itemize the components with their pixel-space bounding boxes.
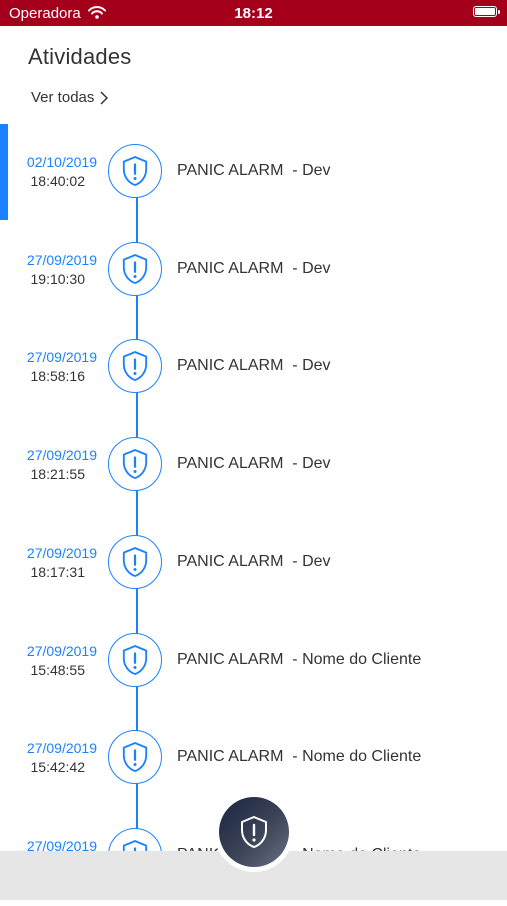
activity-label: PANIC ALARM - Dev xyxy=(177,455,331,473)
activity-date: 27/09/2019 xyxy=(26,349,97,366)
status-bar: Operadora 18:12 xyxy=(0,0,507,26)
activity-date: 27/09/2019 xyxy=(26,740,97,757)
activity-time: 18:21:55 xyxy=(30,466,86,483)
activity-date: 27/09/2019 xyxy=(26,251,97,268)
activity-time: 19:10:30 xyxy=(30,270,86,287)
activity-item[interactable]: 02/10/2019 18:40:02 PANIC ALARM - Dev xyxy=(0,124,507,222)
chevron-right-icon xyxy=(100,90,109,105)
activity-date: 27/09/2019 xyxy=(26,837,97,854)
shield-alert-icon xyxy=(108,632,162,687)
activity-time: 15:42:42 xyxy=(30,759,86,776)
see-all-label: Ver todas xyxy=(31,89,95,106)
activity-label: PANIC ALARM - Dev xyxy=(177,357,331,375)
wifi-icon xyxy=(88,6,106,24)
clock: 18:12 xyxy=(234,5,273,22)
activity-item[interactable]: 27/09/2019 18:17:31 PANIC ALARM - Dev xyxy=(0,515,507,613)
shield-alert-icon xyxy=(108,339,162,394)
activity-item[interactable]: 27/09/2019 19:10:30 PANIC ALARM - Dev xyxy=(0,222,507,320)
activity-label: PANIC ALARM - Nome do Cliente xyxy=(177,748,422,766)
battery-icon xyxy=(473,6,500,17)
activity-item[interactable]: 27/09/2019 15:42:42 PANIC ALARM - Nome do … xyxy=(0,710,507,808)
activity-time: 18:40:02 xyxy=(30,173,86,189)
page-title: Atividades xyxy=(28,44,132,69)
selected-indicator xyxy=(0,124,8,220)
shield-alert-icon xyxy=(241,816,267,848)
activity-item[interactable]: 27/09/2019 18:58:16 PANIC ALARM - Dev xyxy=(0,319,507,417)
activity-label: PANIC ALARM - Dev xyxy=(177,162,331,179)
activity-item[interactable]: 27/09/2019 18:21:55 PANIC ALARM - Dev xyxy=(0,417,507,515)
shield-alert-icon xyxy=(108,437,162,492)
shield-alert-icon xyxy=(108,144,162,198)
timeline-line xyxy=(136,190,138,870)
shield-alert-icon xyxy=(108,730,162,785)
activity-time: 18:58:16 xyxy=(30,368,86,385)
carrier-name: Operadora xyxy=(9,5,81,22)
activity-label: PANIC ALARM - Dev xyxy=(177,259,331,277)
activity-label: PANIC ALARM - Dev xyxy=(177,552,331,570)
activity-date: 27/09/2019 xyxy=(26,544,97,561)
activity-date: 02/10/2019 xyxy=(26,154,97,170)
activity-date: 27/09/2019 xyxy=(26,447,97,464)
panic-button[interactable] xyxy=(219,797,289,867)
activity-date: 27/09/2019 xyxy=(26,642,97,659)
shield-alert-icon xyxy=(108,534,162,589)
activity-label: PANIC ALARM - Nome do Cliente xyxy=(177,650,422,668)
shield-alert-icon xyxy=(108,241,162,296)
activity-time: 15:48:55 xyxy=(30,661,86,678)
activity-time: 18:17:31 xyxy=(30,563,86,580)
activity-item[interactable]: 27/09/2019 15:48:55 PANIC ALARM - Nome do … xyxy=(0,613,507,711)
see-all-link[interactable]: Ver todas xyxy=(31,89,109,106)
